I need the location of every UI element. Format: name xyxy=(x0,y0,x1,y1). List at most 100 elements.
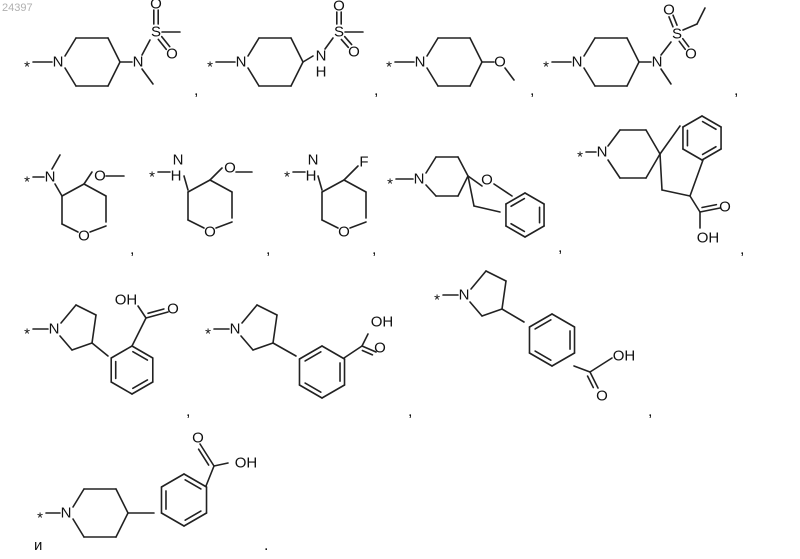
bond xyxy=(552,314,575,327)
separator-comma: , xyxy=(266,241,270,258)
atom-h: H xyxy=(171,168,182,185)
bond xyxy=(161,513,184,526)
bond xyxy=(502,309,524,322)
bond xyxy=(273,343,296,356)
bond xyxy=(470,38,482,62)
atom-n-ring: N xyxy=(597,144,608,161)
bond xyxy=(525,226,544,237)
bond xyxy=(350,222,366,228)
bond xyxy=(257,305,277,315)
bond xyxy=(148,309,164,313)
attachment-point-star: * xyxy=(205,326,211,343)
bond xyxy=(210,180,232,192)
separator-comma: , xyxy=(558,239,562,256)
bond xyxy=(62,224,78,232)
atom-o-ring: O xyxy=(204,224,216,241)
atom-oh: OH xyxy=(115,292,138,309)
separator-comma: , xyxy=(130,241,134,258)
bond xyxy=(584,68,595,86)
atom-oh: OH xyxy=(235,455,258,472)
bond xyxy=(90,226,106,232)
bond xyxy=(116,513,128,537)
attachment-point-star: * xyxy=(434,292,440,309)
bond xyxy=(142,69,153,84)
bond xyxy=(73,489,84,507)
bond xyxy=(206,466,214,486)
bond xyxy=(344,346,362,358)
bond xyxy=(161,474,184,487)
bond xyxy=(216,222,232,228)
bond xyxy=(61,305,76,323)
bond xyxy=(132,318,146,346)
atom-n-ring: N xyxy=(415,54,426,71)
bond xyxy=(660,126,680,154)
atom-o: O xyxy=(348,44,360,61)
bond xyxy=(470,302,482,316)
bond xyxy=(627,62,639,86)
atom-s: S xyxy=(334,24,344,41)
bond xyxy=(325,38,333,49)
separator-period: . xyxy=(264,537,268,554)
atom-oh: OH xyxy=(697,230,720,247)
atom-o: O xyxy=(192,430,204,447)
bond xyxy=(486,271,506,281)
atom-o: O xyxy=(150,0,162,13)
bond xyxy=(291,38,303,62)
bond xyxy=(494,184,512,196)
bond xyxy=(458,157,468,176)
bond xyxy=(535,351,551,360)
bond xyxy=(426,185,436,196)
bond xyxy=(253,343,273,350)
structure-piperidinyl-benzoic-acid-meta: *NOOH xyxy=(37,430,257,538)
bond xyxy=(248,68,259,86)
bond xyxy=(584,38,595,56)
attachment-point-star: * xyxy=(24,59,30,76)
structure-pyrrolidinyl-benzoic-acid-para: *NOHO xyxy=(434,271,635,405)
bond xyxy=(241,336,253,350)
bond xyxy=(55,184,62,196)
bond xyxy=(322,346,345,359)
bond xyxy=(661,69,671,84)
bond xyxy=(273,315,277,343)
bond xyxy=(188,220,204,228)
bond xyxy=(132,346,153,358)
separator-comma: , xyxy=(408,403,412,420)
atom-n-ring: N xyxy=(572,54,583,71)
bond xyxy=(702,205,716,208)
separator-comma: , xyxy=(372,241,376,258)
bond xyxy=(111,346,132,358)
structure-pyrrolidinyl-benzoic-acid-ortho: *NOOH xyxy=(24,292,179,395)
attachment-point-star: * xyxy=(543,59,549,76)
bond xyxy=(60,336,72,350)
bond xyxy=(199,449,209,465)
separator-comma: , xyxy=(186,403,190,420)
atom-n-ring: N xyxy=(53,54,64,71)
attachment-point-star: * xyxy=(386,59,392,76)
separator-comma: , xyxy=(648,403,652,420)
atom-o: O xyxy=(94,168,106,185)
atom-n-ring: N xyxy=(459,287,470,304)
atom-o: O xyxy=(663,2,675,19)
bond xyxy=(116,489,128,513)
separator-comma: , xyxy=(740,241,744,258)
atom-nh: N xyxy=(173,152,184,169)
atom-f: F xyxy=(359,154,368,171)
bond xyxy=(184,176,188,190)
atom-o: O xyxy=(719,199,731,216)
bond xyxy=(662,190,690,196)
atom-o: O xyxy=(596,388,608,405)
atom-n-ring: N xyxy=(414,171,425,188)
bond xyxy=(702,149,721,160)
atom-o: O xyxy=(685,46,697,63)
conjunction-and: и xyxy=(34,537,42,554)
bond xyxy=(92,315,96,343)
bond xyxy=(535,320,551,329)
atom-o: O xyxy=(166,46,178,63)
bond xyxy=(660,154,662,190)
attachment-point-star: * xyxy=(207,59,213,76)
atom-n-ring: N xyxy=(236,54,247,71)
atom-n-ring: N xyxy=(230,321,241,338)
bond xyxy=(142,40,150,55)
bond xyxy=(214,463,228,466)
bond xyxy=(138,306,146,318)
